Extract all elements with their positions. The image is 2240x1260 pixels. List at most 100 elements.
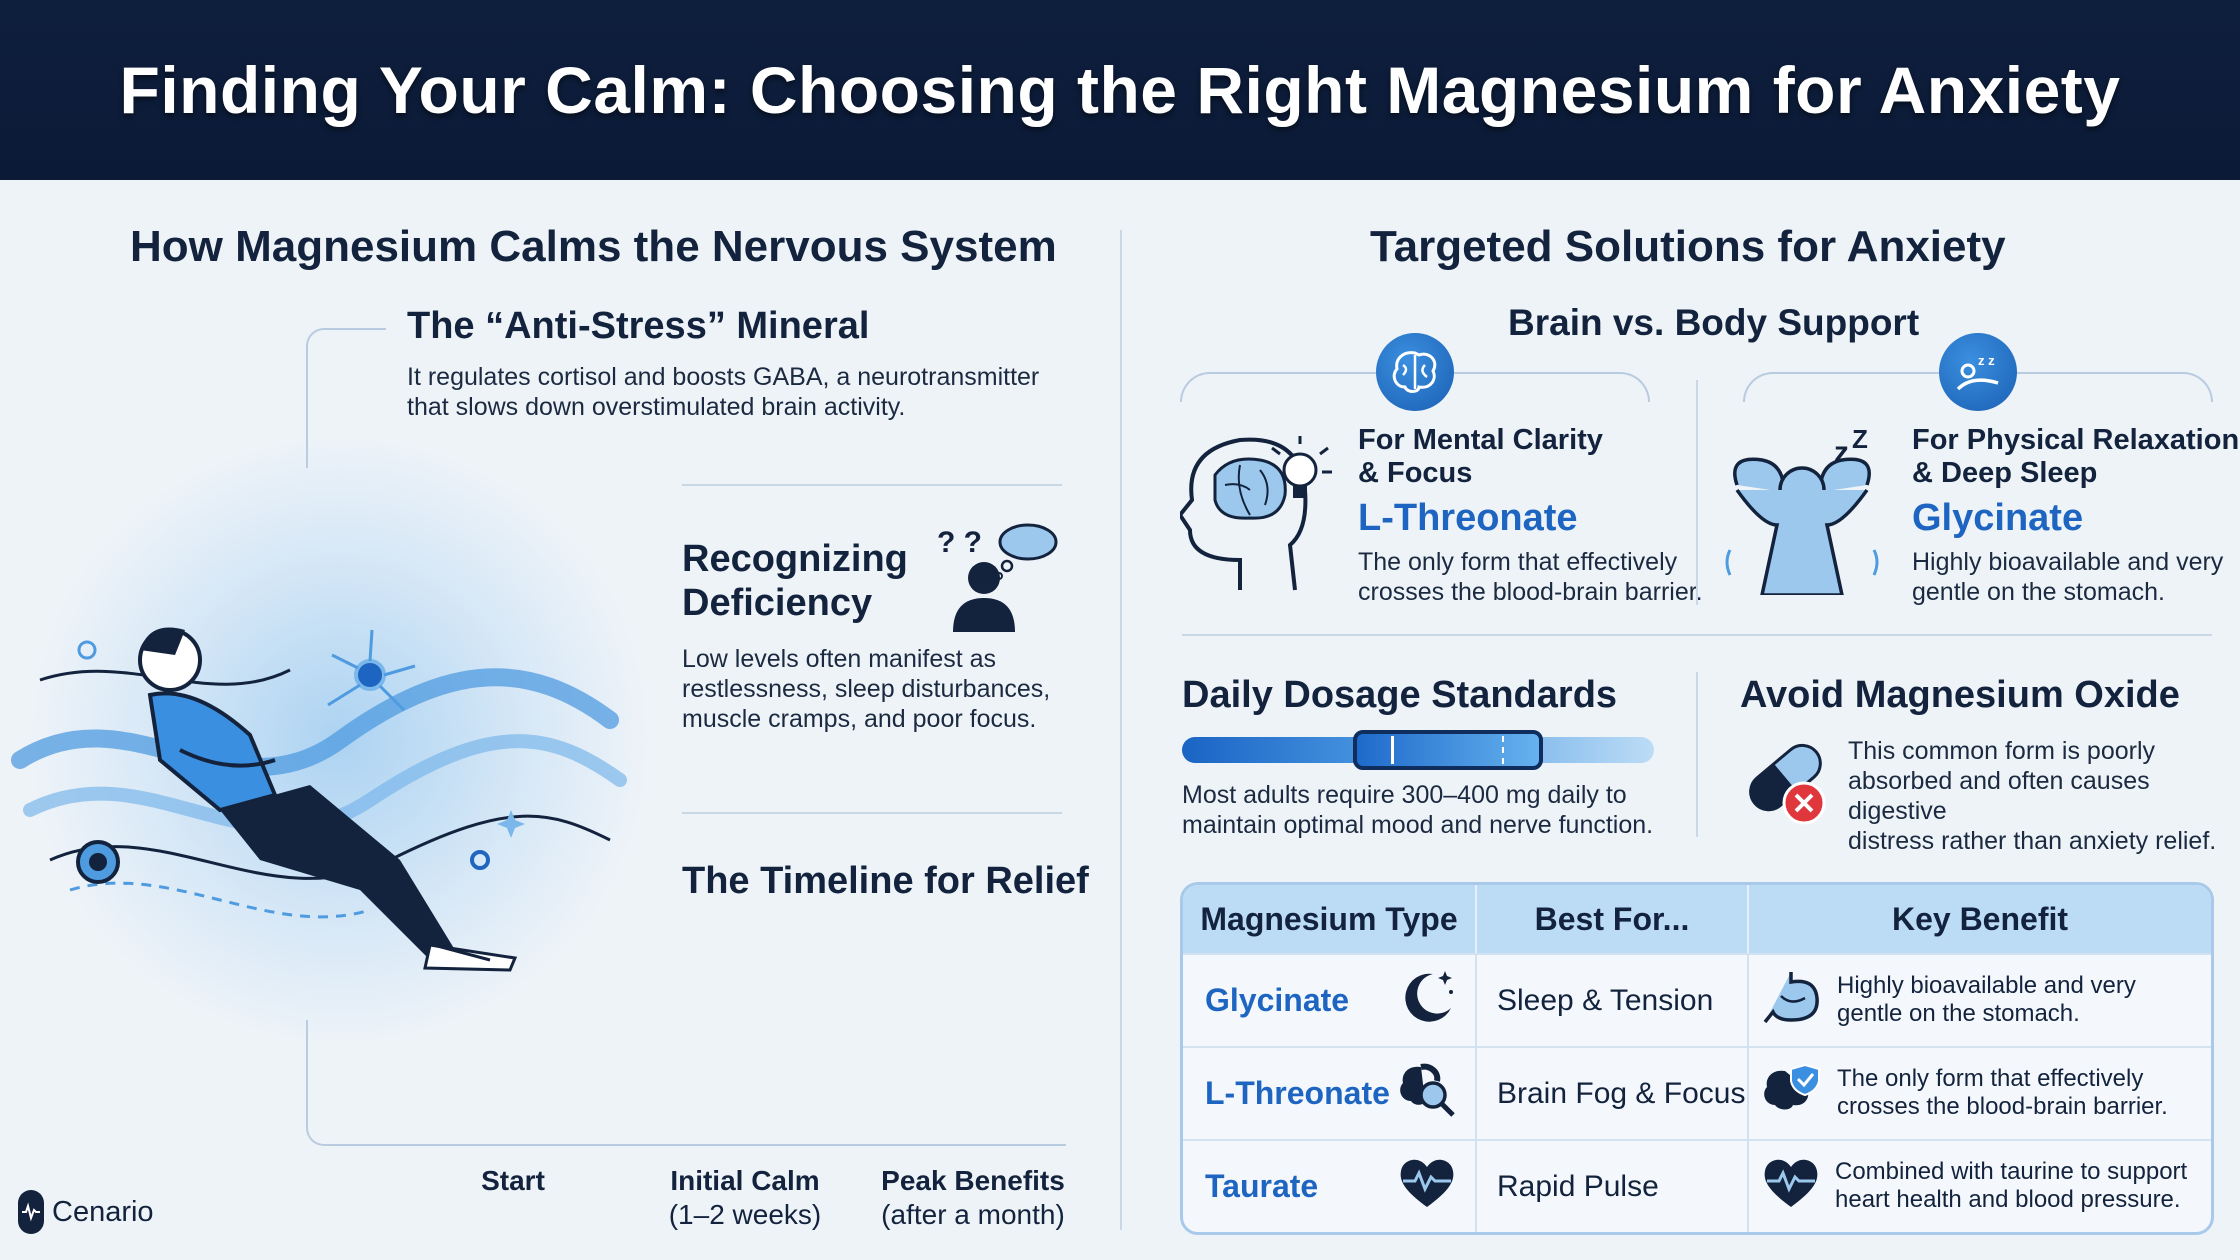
- benefit-text-line: crosses the blood-brain barrier.: [1837, 1093, 2168, 1121]
- type-name: Taurate: [1205, 1168, 1319, 1204]
- benefit-text-line: gentle on the stomach.: [1837, 1000, 2080, 1028]
- mental-text: The only form that effectively crosses t…: [1358, 547, 1703, 607]
- dosage-text-line: maintain optimal mood and nerve function…: [1182, 811, 1654, 839]
- table-cell-benefit: The only form that effectively crosses t…: [1749, 1046, 2211, 1139]
- timeline-stage-peak: Peak Benefits (after a month): [872, 1164, 1074, 1231]
- oxide-text-line: distress rather than anxiety relief.: [1848, 827, 2217, 855]
- heart-pulse-icon: [1761, 1155, 1821, 1219]
- timeline-stage-start: Start: [448, 1164, 578, 1198]
- physical-form-name: Glycinate: [1912, 497, 2084, 539]
- brain-badge-icon: [1376, 333, 1454, 411]
- physical-title: For Physical Relaxation & Deep Sleep: [1912, 424, 2239, 491]
- right-heading: Targeted Solutions for Anxiety: [1370, 222, 2006, 271]
- table-cell-type: L-Threonate: [1183, 1046, 1477, 1139]
- benefit-text-line: Combined with taurine to support: [1835, 1157, 2188, 1185]
- physical-text-line: gentle on the stomach.: [1912, 578, 2165, 606]
- timeline-stage-label: Peak Benefits: [881, 1165, 1065, 1196]
- relaxing-body-icon: z Z: [1722, 424, 1882, 597]
- physical-title-line: For Physical Relaxation: [1912, 424, 2240, 456]
- confused-person-icon: ? ?: [935, 512, 1065, 632]
- table-row: L-Threonate Brain Fog & Focus: [1183, 1046, 2211, 1139]
- anti-stress-title: The “Anti-Stress” Mineral: [407, 305, 870, 347]
- svg-text:Z: Z: [1852, 430, 1868, 454]
- benefit-text-line: Highly bioavailable and very: [1837, 971, 2136, 999]
- dosage-oxide-divider: [1696, 672, 1698, 837]
- benefit-text-line: The only form that effectively: [1837, 1064, 2144, 1092]
- deficiency-title-line: Deficiency: [682, 581, 873, 624]
- benefit-text-line: heart health and blood pressure.: [1835, 1186, 2181, 1214]
- brain-shield-icon: [1761, 1061, 1823, 1127]
- brain-magnifier-icon: [1395, 1061, 1457, 1127]
- table-row: Glycinate Sleep & Tension: [1183, 953, 2211, 1046]
- brand-name: Cenario: [52, 1195, 154, 1228]
- deficiency-title-line: Recognizing: [682, 538, 908, 580]
- moon-icon: [1399, 968, 1457, 1034]
- mental-text-line: crosses the blood-brain barrier.: [1358, 578, 1703, 606]
- bracket-bottom: [306, 1020, 1066, 1146]
- deficiency-text: Low levels often manifest as restlessnes…: [682, 644, 1050, 734]
- timeline-stage-label: Initial Calm: [670, 1165, 820, 1196]
- magnesium-comparison-table: Magnesium Type Best For... Key Benefit G…: [1180, 882, 2214, 1235]
- deficiency-text-line: muscle cramps, and poor focus.: [682, 705, 1037, 733]
- table-header-type: Magnesium Type: [1183, 885, 1477, 953]
- brain-body-divider: [1696, 380, 1698, 605]
- brain-body-subheading: Brain vs. Body Support: [1508, 302, 1920, 343]
- dosage-text: Most adults require 300–400 mg daily to …: [1182, 780, 1653, 840]
- timeline-stage-sub: (1–2 weeks): [668, 1198, 822, 1230]
- oxide-text-line: This common form is poorly: [1848, 737, 2156, 765]
- right-divider-1: [1182, 634, 2212, 636]
- table-header-row: Magnesium Type Best For... Key Benefit: [1183, 885, 2211, 953]
- table-cell-best: Sleep & Tension: [1477, 953, 1749, 1046]
- table-row: Taurate Rapid Pulse: [1183, 1139, 2211, 1232]
- timeline-title: The Timeline for Relief: [682, 860, 1089, 902]
- left-divider-2: [682, 812, 1062, 814]
- mental-title-line: For Mental Clarity: [1358, 424, 1603, 456]
- mental-text-line: The only form that effectively: [1358, 548, 1678, 576]
- svg-text:z z: z z: [1978, 353, 1995, 368]
- table-header-benefit: Key Benefit: [1749, 885, 2211, 953]
- anti-stress-text-line: that slows down overstimulated brain act…: [407, 393, 906, 421]
- dosage-title: Daily Dosage Standards: [1182, 674, 1618, 716]
- header-banner: Finding Your Calm: Choosing the Right Ma…: [0, 0, 2240, 180]
- deficiency-text-line: Low levels often manifest as: [682, 645, 997, 673]
- center-divider: [1120, 230, 1122, 1230]
- relax-badge-icon: z z: [1939, 333, 2017, 411]
- anti-stress-text-line: It regulates cortisol and boosts GABA, a…: [407, 363, 1040, 391]
- timeline-stage-initial: Initial Calm (1–2 weeks): [655, 1164, 835, 1231]
- bracket-top: [306, 328, 386, 468]
- table-cell-benefit: Highly bioavailable and very gentle on t…: [1749, 953, 2211, 1046]
- left-divider-1: [682, 484, 1062, 486]
- relaxing-person-illustration: [10, 560, 630, 980]
- physical-text: Highly bioavailable and very gentle on t…: [1912, 547, 2223, 607]
- table-cell-type: Glycinate: [1183, 953, 1477, 1046]
- table-cell-benefit: Combined with taurine to support heart h…: [1749, 1139, 2211, 1232]
- table-header-best: Best For...: [1477, 885, 1749, 953]
- mental-title: For Mental Clarity & Focus: [1358, 424, 1603, 491]
- dosage-marker-high: [1502, 736, 1504, 764]
- mental-form-name: L-Threonate: [1358, 497, 1578, 539]
- oxide-title: Avoid Magnesium Oxide: [1740, 674, 2180, 716]
- table-cell-best: Rapid Pulse: [1477, 1139, 1749, 1232]
- brand-logo-icon: [18, 1190, 44, 1234]
- question-marks: ? ?: [937, 526, 982, 559]
- table-cell-best: Brain Fog & Focus: [1477, 1046, 1749, 1139]
- left-heading: How Magnesium Calms the Nervous System: [130, 222, 1057, 271]
- physical-title-line: & Deep Sleep: [1912, 457, 2098, 490]
- deficiency-text-line: restlessness, sleep disturbances,: [682, 675, 1051, 703]
- pill-warning-icon: [1736, 735, 1836, 830]
- oxide-text: This common form is poorly absorbed and …: [1848, 736, 2240, 856]
- physical-text-line: Highly bioavailable and very: [1912, 548, 2224, 576]
- dosage-range-window: [1353, 730, 1543, 770]
- mental-title-line: & Focus: [1358, 457, 1473, 490]
- type-name: L-Threonate: [1205, 1075, 1390, 1111]
- page-title: Finding Your Calm: Choosing the Right Ma…: [119, 53, 2121, 127]
- type-name: Glycinate: [1205, 982, 1350, 1018]
- table-cell-type: Taurate: [1183, 1139, 1477, 1232]
- stomach-icon: [1761, 968, 1823, 1034]
- oxide-text-line: absorbed and often causes digestive: [1848, 767, 2150, 825]
- timeline-stage-label: Start: [481, 1165, 545, 1196]
- head-lightbulb-icon: [1177, 420, 1345, 600]
- deficiency-title: Recognizing Deficiency: [682, 538, 908, 625]
- heart-pulse-icon: [1397, 1155, 1457, 1219]
- timeline-stage-sub: (after a month): [881, 1198, 1065, 1230]
